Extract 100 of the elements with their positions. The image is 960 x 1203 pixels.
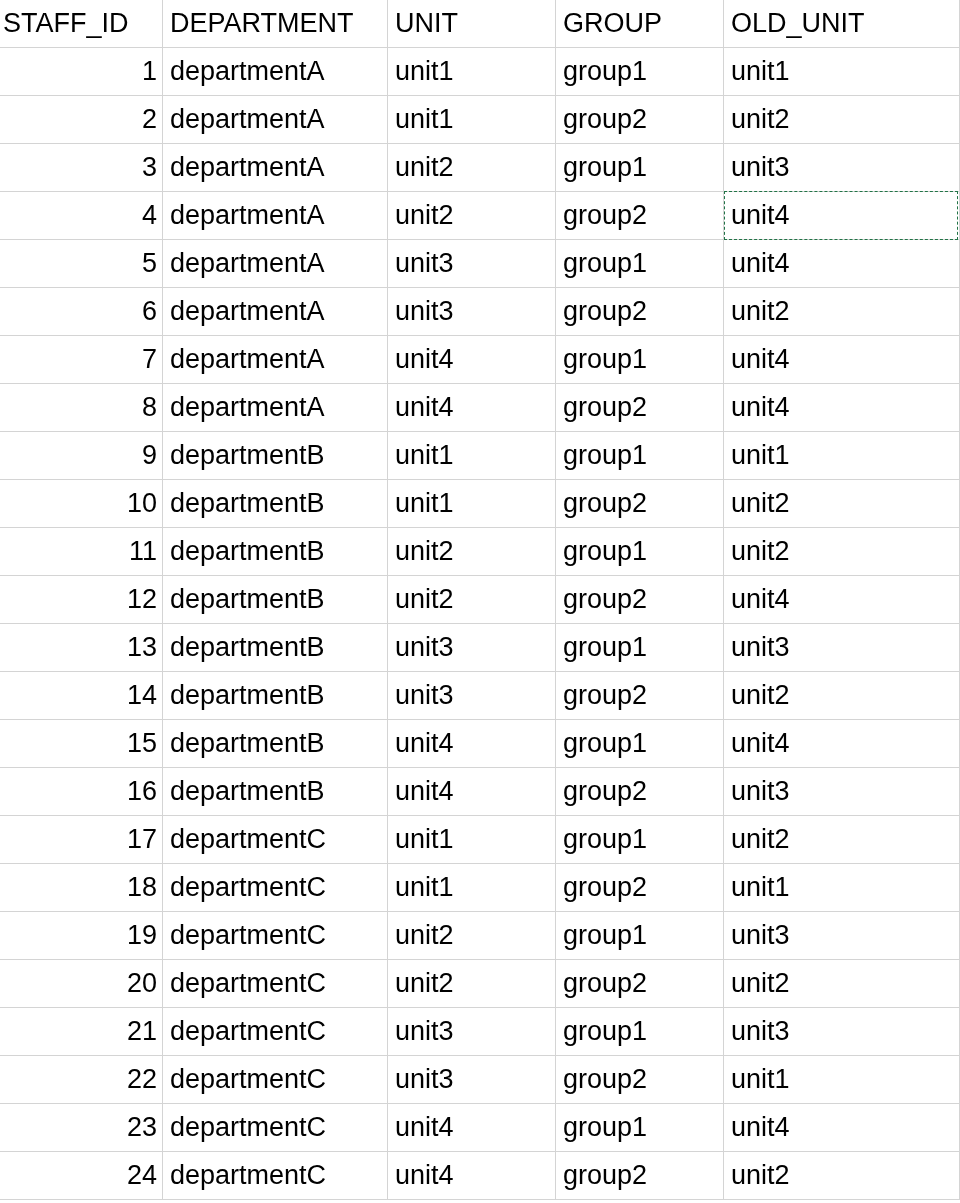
- unit-name: unit1: [731, 56, 790, 86]
- id-number: 12: [126, 584, 157, 614]
- unit-name: unit2: [731, 104, 790, 134]
- unit-name: unit4: [731, 200, 790, 230]
- unit-name: unit1: [395, 488, 454, 518]
- unit-name: unit3: [395, 632, 454, 662]
- department-name: departmentA: [170, 152, 325, 182]
- group-name: group1: [563, 440, 648, 470]
- id-number: 15: [126, 728, 157, 758]
- group-name: group2: [563, 1064, 648, 1094]
- unit-name: unit3: [731, 776, 790, 806]
- unit-name: unit2: [395, 200, 454, 230]
- unit-name: unit1: [731, 872, 790, 902]
- group-name: group1: [563, 56, 648, 86]
- column-header: GROUP: [563, 8, 662, 38]
- id-number: 19: [126, 920, 157, 950]
- department-name: departmentB: [170, 680, 325, 710]
- unit-name: unit4: [395, 776, 454, 806]
- unit-name: unit1: [395, 872, 454, 902]
- unit-name: unit4: [395, 728, 454, 758]
- id-number: 18: [126, 872, 157, 902]
- unit-name: unit2: [731, 1160, 790, 1190]
- unit-name: unit2: [731, 680, 790, 710]
- department-name: departmentC: [170, 1064, 327, 1094]
- department-name: departmentA: [170, 104, 325, 134]
- department-name: departmentC: [170, 1160, 327, 1190]
- group-name: group1: [563, 536, 648, 566]
- unit-name: unit4: [731, 392, 790, 422]
- unit-name: unit2: [731, 824, 790, 854]
- id-number: 6: [141, 296, 157, 326]
- unit-name: unit3: [395, 1016, 454, 1046]
- id-number: 1: [141, 56, 157, 86]
- id-number: 21: [126, 1016, 157, 1046]
- group-name: group1: [563, 1112, 648, 1142]
- id-number: 22: [126, 1064, 157, 1094]
- unit-name: unit3: [395, 680, 454, 710]
- unit-name: unit3: [731, 632, 790, 662]
- unit-name: unit2: [731, 296, 790, 326]
- department-name: departmentB: [170, 584, 325, 614]
- unit-name: unit4: [395, 1112, 454, 1142]
- id-number: 8: [141, 392, 157, 422]
- group-name: group2: [563, 776, 648, 806]
- group-name: group1: [563, 920, 648, 950]
- group-name: group2: [563, 1160, 648, 1190]
- unit-name: unit4: [731, 728, 790, 758]
- group-name: group2: [563, 680, 648, 710]
- department-name: departmentC: [170, 920, 327, 950]
- group-name: group1: [563, 152, 648, 182]
- group-name: group1: [563, 824, 648, 854]
- department-name: departmentA: [170, 296, 325, 326]
- unit-name: unit2: [731, 488, 790, 518]
- unit-name: unit3: [731, 152, 790, 182]
- department-name: departmentC: [170, 1016, 327, 1046]
- department-name: departmentA: [170, 392, 325, 422]
- unit-name: unit2: [731, 968, 790, 998]
- department-name: departmentA: [170, 56, 325, 86]
- department-name: departmentC: [170, 1112, 327, 1142]
- id-number: 2: [141, 104, 157, 134]
- group-name: group1: [563, 344, 648, 374]
- id-number: 13: [126, 632, 157, 662]
- department-name: departmentB: [170, 488, 325, 518]
- department-name: departmentA: [170, 200, 325, 230]
- id-number: 9: [141, 440, 157, 470]
- department-name: departmentA: [170, 248, 325, 278]
- group-name: group2: [563, 584, 648, 614]
- unit-name: unit2: [395, 152, 454, 182]
- group-name: group1: [563, 728, 648, 758]
- id-number: 14: [126, 680, 157, 710]
- unit-name: unit4: [395, 1160, 454, 1190]
- id-number: 23: [126, 1112, 157, 1142]
- id-number: 4: [141, 200, 157, 230]
- unit-name: unit4: [731, 1112, 790, 1142]
- group-name: group1: [563, 1016, 648, 1046]
- department-name: departmentB: [170, 728, 325, 758]
- unit-name: unit2: [395, 920, 454, 950]
- group-name: group2: [563, 392, 648, 422]
- column-header: DEPARTMENT: [170, 8, 354, 38]
- id-number: 3: [141, 152, 157, 182]
- unit-name: unit3: [731, 920, 790, 950]
- unit-name: unit2: [395, 968, 454, 998]
- unit-name: unit4: [395, 392, 454, 422]
- id-number: 17: [126, 824, 157, 854]
- unit-name: unit3: [395, 296, 454, 326]
- department-name: departmentA: [170, 344, 325, 374]
- group-name: group1: [563, 632, 648, 662]
- group-name: group2: [563, 104, 648, 134]
- unit-name: unit1: [395, 440, 454, 470]
- unit-name: unit2: [731, 536, 790, 566]
- id-number: 5: [141, 248, 157, 278]
- group-name: group2: [563, 200, 648, 230]
- unit-name: unit4: [731, 248, 790, 278]
- unit-name: unit1: [395, 56, 454, 86]
- group-name: group2: [563, 296, 648, 326]
- column-header: UNIT: [395, 8, 458, 38]
- unit-name: unit3: [731, 1016, 790, 1046]
- department-name: departmentB: [170, 440, 325, 470]
- id-number: 24: [126, 1160, 157, 1190]
- unit-name: unit1: [731, 1064, 790, 1094]
- id-number: 16: [126, 776, 157, 806]
- department-name: departmentB: [170, 536, 325, 566]
